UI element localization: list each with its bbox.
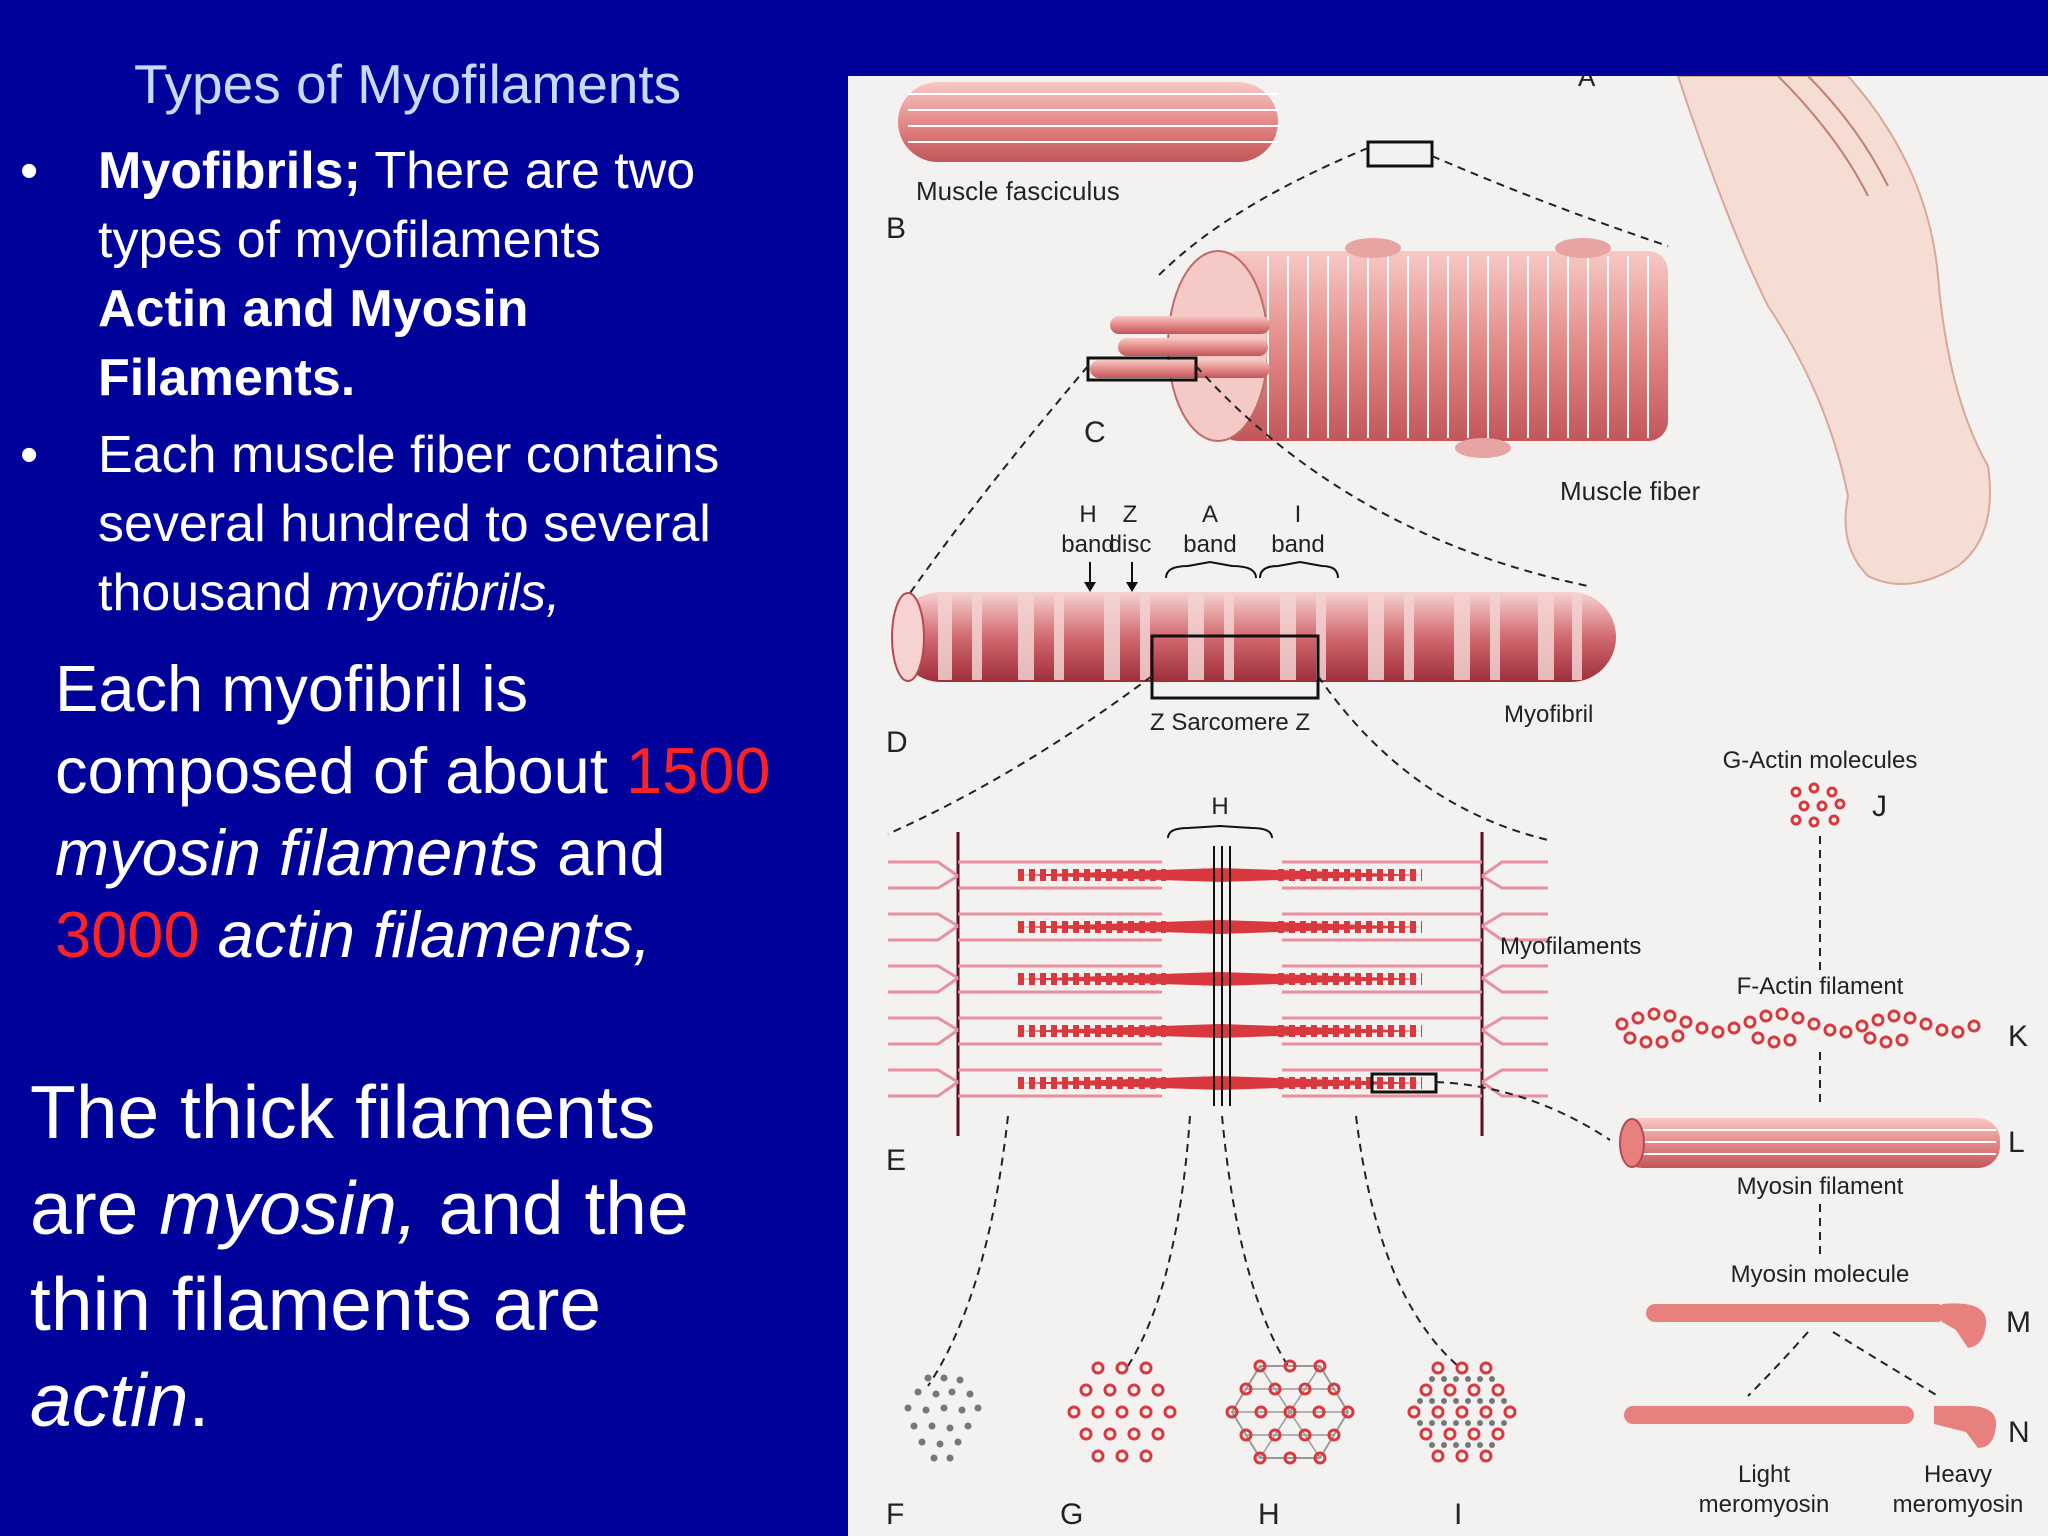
italic-term: actin filaments,: [199, 898, 652, 971]
label-D: D: [886, 726, 908, 759]
bullet-dot: •: [20, 142, 39, 200]
myofibril-illustration: [891, 592, 1616, 700]
bullet-muscle-fiber: • Each muscle fiber contains several hun…: [20, 421, 720, 628]
bold-term: Actin and Myosin: [98, 280, 529, 338]
figure-svg: A Muscle fasciculus B: [886, 76, 2031, 1531]
bullet-text: types of myofilaments: [98, 211, 601, 269]
i-band-label-1: I: [1295, 501, 1302, 528]
arm-illustration: [1676, 76, 1991, 585]
h-band-label-2: band: [1061, 531, 1114, 558]
italic-term: actin: [30, 1358, 189, 1442]
caption-heavy-2: meromyosin: [1893, 1491, 2024, 1518]
caption-myosin-filament: Myosin filament: [1737, 1173, 1904, 1200]
myosin-filament-illustration: [1619, 1118, 2000, 1168]
caption-myofibril: Myofibril: [1504, 701, 1593, 728]
z-disc-label-2: disc: [1109, 531, 1152, 558]
label-F: F: [886, 1498, 904, 1531]
actin-count: 3000: [55, 898, 200, 971]
caption-myofilaments: Myofilaments: [1500, 933, 1641, 960]
bullet-text: Each muscle fiber contains: [98, 426, 720, 484]
a-band-label-1: A: [1202, 501, 1218, 528]
label-G: G: [1060, 1498, 1083, 1531]
caption-light-2: meromyosin: [1699, 1491, 1830, 1518]
label-H: H: [1258, 1498, 1280, 1531]
myosin-molecule-illustration: [1646, 1303, 1987, 1348]
para-line: and: [539, 816, 666, 889]
label-E: E: [886, 1144, 906, 1177]
myofibril-composition-paragraph: Each myofibril is composed of about 1500…: [55, 648, 771, 976]
label-A: A: [1578, 76, 1596, 92]
bullet-text: several hundred to several: [98, 495, 711, 553]
bold-term: Myofibrils;: [98, 142, 361, 200]
slide-title: Types of Myofilaments: [134, 53, 682, 115]
label-K: K: [2008, 1020, 2028, 1053]
label-C: C: [1084, 416, 1106, 449]
muscle-fasciculus-illustration: [898, 82, 1434, 168]
myosin-count: 1500: [625, 734, 771, 807]
italic-term: myosin filaments: [55, 816, 540, 889]
myofilaments-illustration: [888, 824, 1548, 1136]
bold-term: Filaments.: [98, 349, 356, 407]
muscle-structure-figure: A Muscle fasciculus B: [848, 76, 2048, 1536]
cross-section-G: [1067, 1361, 1177, 1463]
muscle-fiber-illustration: [1086, 238, 1668, 458]
caption-light-1: Light: [1738, 1461, 1790, 1488]
label-N: N: [2008, 1416, 2030, 1449]
label-L: L: [2008, 1126, 2025, 1159]
f-actin-filament: [1615, 1007, 1981, 1049]
italic-term: myosin,: [159, 1166, 418, 1250]
para-line: and the: [417, 1166, 689, 1250]
label-I: I: [1454, 1498, 1462, 1531]
a-band-label-2: band: [1183, 531, 1236, 558]
bullet-text: There are two: [360, 142, 696, 200]
bullet-dot: •: [20, 426, 39, 484]
h-zone-label: H: [1211, 793, 1228, 820]
italic-term: myofibrils,: [326, 564, 561, 622]
g-actin-molecules: [1790, 782, 1846, 828]
caption-f-actin: F-Actin filament: [1737, 973, 1904, 1000]
caption-muscle-fasciculus: Muscle fasciculus: [916, 176, 1120, 206]
caption-heavy-1: Heavy: [1924, 1461, 1992, 1488]
cross-section-F: [904, 1374, 982, 1462]
para-line: thin filaments are: [30, 1262, 602, 1346]
thick-thin-paragraph: The thick filaments are myosin, and the …: [30, 1064, 689, 1448]
bullet-myofibrils: • Myofibrils; There are two types of myo…: [20, 137, 696, 413]
para-line: The thick filaments: [30, 1070, 656, 1154]
para-line: .: [188, 1358, 210, 1442]
para-line: composed of about: [55, 734, 626, 807]
bullet-text: thousand: [98, 564, 327, 622]
caption-sarcomere: Z Sarcomere Z: [1150, 709, 1310, 736]
z-disc-label-1: Z: [1123, 501, 1138, 528]
i-band-label-2: band: [1271, 531, 1324, 558]
caption-g-actin: G-Actin molecules: [1723, 747, 1918, 774]
meromyosin-illustration: [1624, 1405, 1997, 1448]
caption-muscle-fiber: Muscle fiber: [1560, 476, 1700, 506]
label-M: M: [2006, 1306, 2031, 1339]
label-J: J: [1872, 790, 1887, 823]
caption-myosin-molecule: Myosin molecule: [1731, 1261, 1910, 1288]
para-line: are: [30, 1166, 160, 1250]
label-B: B: [886, 212, 906, 245]
cross-section-I: [1407, 1361, 1517, 1463]
para-line: Each myofibril is: [55, 652, 529, 725]
h-band-label-1: H: [1079, 501, 1096, 528]
cross-section-H: [1225, 1359, 1355, 1465]
